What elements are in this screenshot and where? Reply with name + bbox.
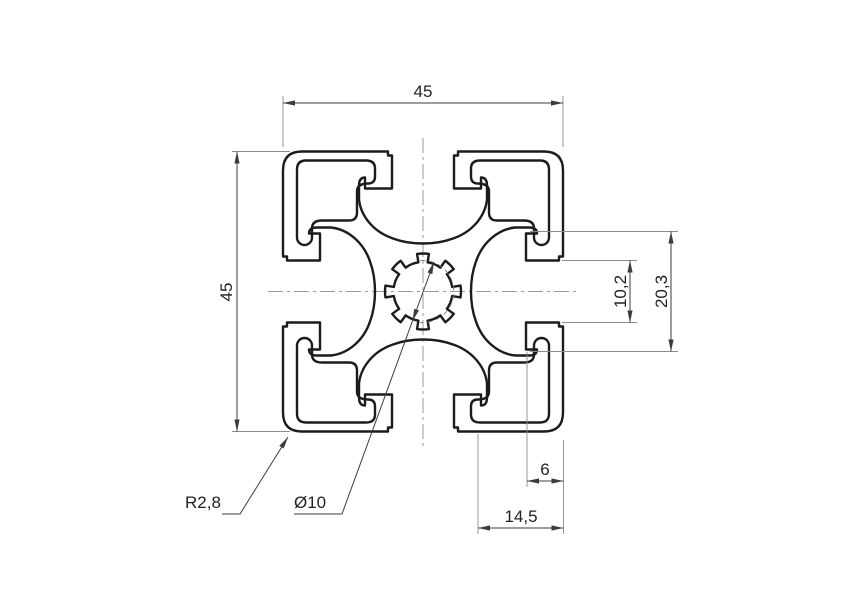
arrowhead-bottom <box>627 310 633 323</box>
dimension-overall-width: 45 <box>282 82 564 147</box>
leader-corner-radius: R2,8 <box>185 436 289 515</box>
cavity-bottom-left <box>295 336 377 424</box>
dimension-value: 20,3 <box>652 275 671 308</box>
arrowhead-right <box>551 525 564 531</box>
profile-geometry <box>281 150 565 433</box>
dimension-slot-opening: 10,2 <box>562 260 637 323</box>
profile-outer-contour <box>281 150 565 433</box>
dimension-overall-height: 45 <box>217 151 290 432</box>
cavity-bottom-right <box>469 336 551 424</box>
leader-line <box>294 261 435 515</box>
arrowhead-top <box>234 151 240 164</box>
center-bore-spline <box>383 252 463 331</box>
arrowhead-top <box>627 260 633 273</box>
dimension-value: 45 <box>217 283 236 302</box>
arrowhead <box>279 437 288 449</box>
arrowhead-lower <box>412 308 419 321</box>
arrowhead-top <box>668 231 674 244</box>
dimension-value: 14,5 <box>504 507 537 526</box>
dimension-value: 45 <box>414 82 433 101</box>
cavity-top-left <box>295 159 377 247</box>
arrowhead-bottom <box>234 419 240 432</box>
arrowhead-upper <box>427 262 434 275</box>
radius-label: R2,8 <box>185 493 221 512</box>
leader-line <box>222 436 289 515</box>
leader-bore-diameter: Ø10 <box>294 261 435 515</box>
arrowhead-bottom <box>668 339 674 352</box>
dimension-edge-to-slot-undercut: 14,5 <box>477 434 564 534</box>
arrowhead-left <box>527 478 539 484</box>
arrowhead-left <box>283 100 295 106</box>
diameter-label: Ø10 <box>294 493 326 512</box>
dimension-slot-inner-width: 20,3 <box>530 231 678 352</box>
arrowhead-right <box>551 478 564 484</box>
arrowhead-right <box>551 100 563 106</box>
dimension-edge-to-slot-lip: 6 <box>526 352 564 534</box>
dimension-value: 6 <box>540 460 549 479</box>
cavity-top-right <box>469 159 551 247</box>
arrowhead-left <box>478 525 490 531</box>
dimension-value: 10,2 <box>611 275 630 308</box>
